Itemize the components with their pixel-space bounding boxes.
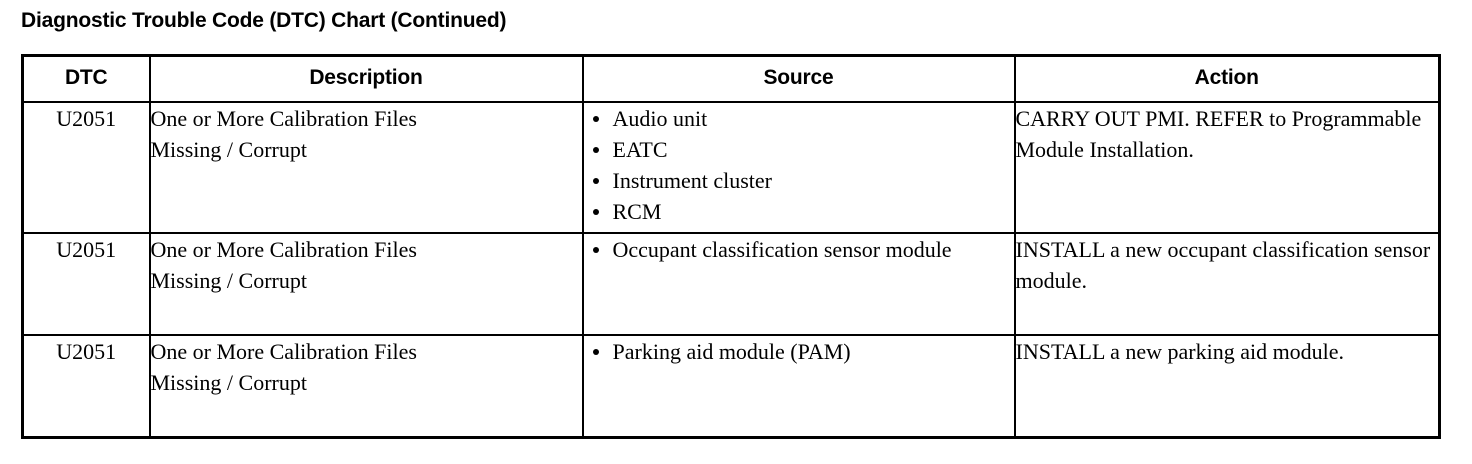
page-title: Diagnostic Trouble Code (DTC) Chart (Con… (21, 9, 507, 32)
source-list: Audio unit EATC Instrument cluster RCM (584, 103, 1014, 227)
list-item: EATC (584, 134, 1014, 165)
action-text: CARRY OUT PMI. REFER to Programmable Mod… (1015, 106, 1422, 162)
description-line: One or More Calibration Files (150, 339, 417, 364)
cell-source: Occupant classification sensor module (581, 232, 1016, 336)
table-header-row: DTC Description Source Action (21, 54, 1441, 103)
cell-source: Parking aid module (PAM) (581, 334, 1016, 439)
table-row: U2051 One or More Calibration Files Miss… (21, 101, 1441, 234)
cell-action: CARRY OUT PMI. REFER to Programmable Mod… (1013, 101, 1441, 234)
bullet-icon (592, 349, 599, 355)
cell-description: One or More Calibration Files Missing / … (148, 334, 584, 439)
bullet-icon (592, 147, 599, 153)
description-line: Missing / Corrupt (150, 268, 307, 293)
table-body: U2051 One or More Calibration Files Miss… (21, 101, 1441, 439)
column-header-description: Description (148, 54, 584, 103)
dtc-chart-table: DTC Description Source Action U2051 One … (21, 54, 1441, 439)
bullet-icon (592, 247, 599, 253)
bullet-icon (592, 116, 599, 122)
action-text: INSTALL a new occupant classification se… (1015, 237, 1431, 293)
bullet-icon (592, 178, 599, 184)
list-item-label: RCM (612, 199, 662, 224)
description-line: Missing / Corrupt (150, 137, 307, 162)
list-item: Instrument cluster (584, 165, 1014, 196)
description-line: One or More Calibration Files (150, 106, 417, 131)
description-line: One or More Calibration Files (150, 237, 417, 262)
list-item-label: Occupant classification sensor module (612, 237, 952, 262)
cell-dtc: U2051 (21, 101, 151, 234)
list-item: Parking aid module (PAM) (584, 336, 1014, 367)
cell-source: Audio unit EATC Instrument cluster RCM (581, 101, 1016, 234)
cell-action: INSTALL a new parking aid module. (1013, 334, 1441, 439)
cell-dtc: U2051 (21, 232, 151, 336)
source-list: Parking aid module (PAM) (584, 336, 1014, 367)
cell-description: One or More Calibration Files Missing / … (148, 101, 584, 234)
description-line: Missing / Corrupt (150, 370, 307, 395)
list-item-label: Audio unit (612, 106, 708, 131)
table-header: DTC Description Source Action (21, 54, 1441, 103)
table-row: U2051 One or More Calibration Files Miss… (21, 334, 1441, 439)
cell-description: One or More Calibration Files Missing / … (148, 232, 584, 336)
list-item-label: EATC (612, 137, 668, 162)
action-text: INSTALL a new parking aid module. (1015, 339, 1345, 364)
cell-action: INSTALL a new occupant classification se… (1013, 232, 1441, 336)
list-item: RCM (584, 196, 1014, 227)
list-item-label: Parking aid module (PAM) (612, 339, 851, 364)
bullet-icon (592, 209, 599, 215)
list-item-label: Instrument cluster (612, 168, 772, 193)
column-header-action: Action (1013, 54, 1441, 103)
source-list: Occupant classification sensor module (584, 234, 1014, 265)
list-item: Occupant classification sensor module (584, 234, 1014, 265)
list-item: Audio unit (584, 103, 1014, 134)
column-header-source: Source (581, 54, 1016, 103)
table-row: U2051 One or More Calibration Files Miss… (21, 232, 1441, 336)
column-header-dtc: DTC (21, 54, 151, 103)
cell-dtc: U2051 (21, 334, 151, 439)
